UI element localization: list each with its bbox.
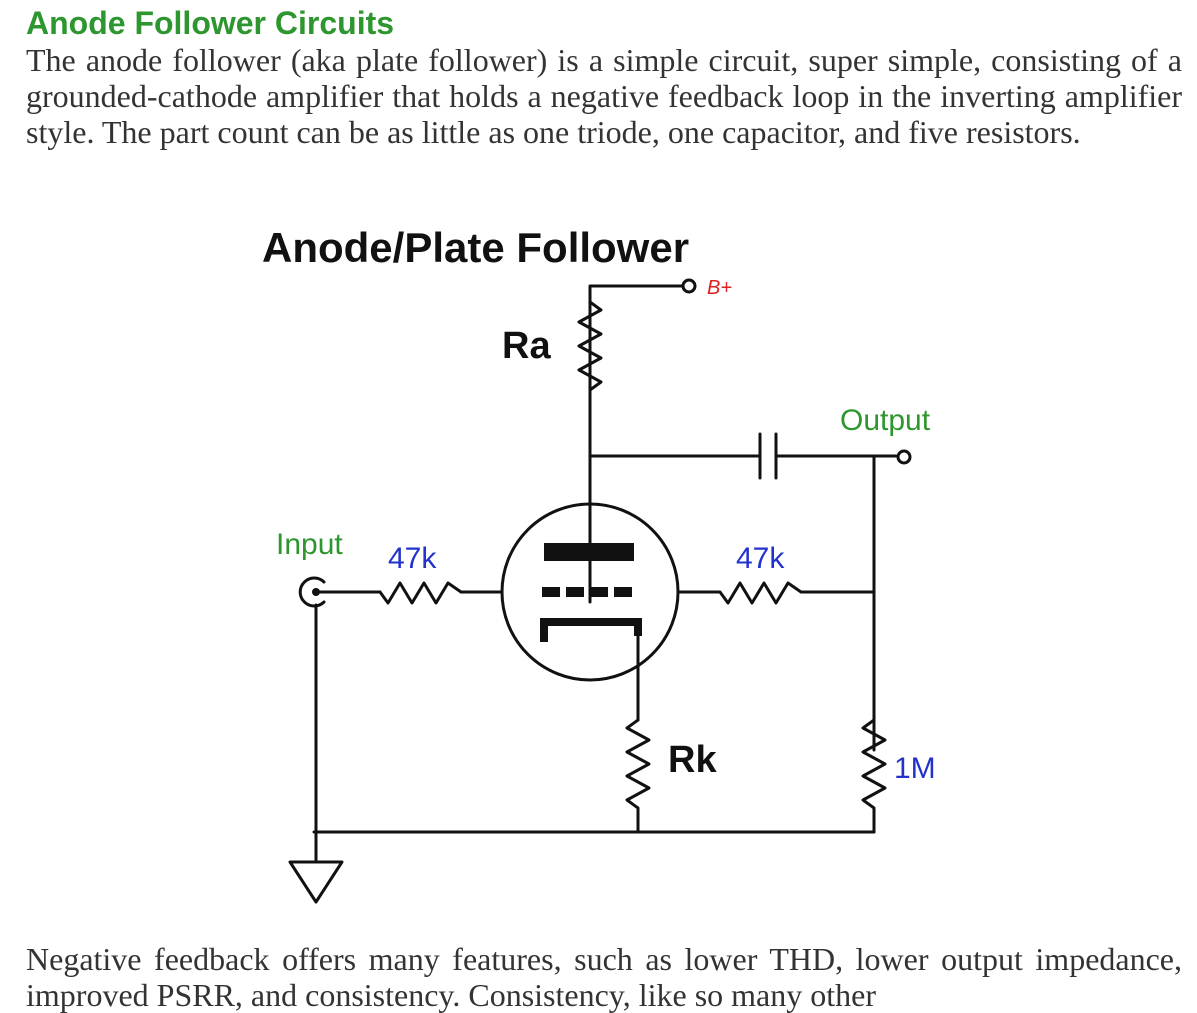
continuation-paragraph: Negative feedback offers many features, … <box>26 941 1182 1013</box>
article: Anode Follower Circuits The anode follow… <box>26 0 1182 150</box>
input-jack <box>298 576 326 608</box>
input-resistor-label: 47k <box>388 542 437 575</box>
ra-label: Ra <box>502 325 551 367</box>
feedback-resistor <box>678 581 876 605</box>
bplus-terminal <box>681 278 697 294</box>
schematic-title: Anode/Plate Follower <box>262 224 689 271</box>
ra-resistor <box>577 300 603 392</box>
input-terminal-dot <box>312 588 320 596</box>
bplus-label: B+ <box>707 277 732 299</box>
page-title: Anode Follower Circuits <box>26 5 395 41</box>
rk-resistor <box>625 718 651 834</box>
triode-anode-plate <box>544 543 634 561</box>
feedback-resistor-label: 47k <box>736 542 785 575</box>
output-resistor-label: 1M <box>894 752 936 785</box>
capacitor <box>758 432 778 480</box>
output-label: Output <box>840 404 931 437</box>
triode-grid <box>542 587 632 597</box>
schematic-diagram: Anode/Plate Follower B+ Ra Output Input … <box>262 224 936 904</box>
intro-paragraph: The anode follower (aka plate follower) … <box>26 42 1182 150</box>
input-label: Input <box>276 528 343 561</box>
ground-symbol <box>288 860 344 904</box>
input-resistor <box>378 581 463 605</box>
triode-cathode <box>540 618 642 642</box>
output-terminal <box>896 449 912 465</box>
rk-label: Rk <box>668 739 717 781</box>
schematic-figure: Anode/Plate Follower B+ Ra Output Input … <box>0 210 1197 930</box>
triode-tube <box>500 502 680 682</box>
output-resistor <box>861 718 887 834</box>
